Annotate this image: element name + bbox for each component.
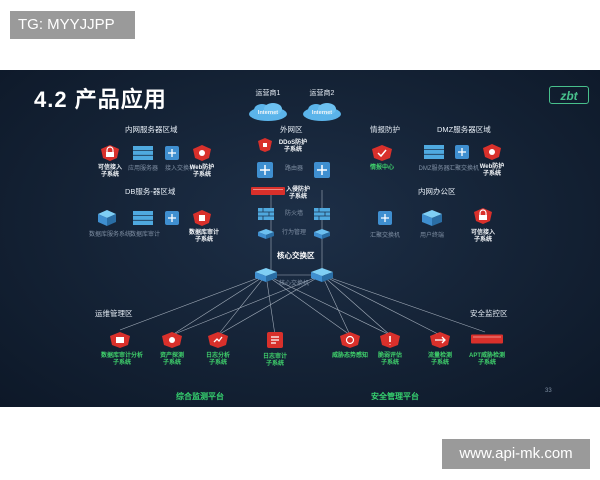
trusted-access-2-icon — [474, 208, 492, 224]
db-audit-label: 数据库审计子系统 — [188, 230, 220, 243]
access-switch-2-icon — [165, 211, 179, 225]
trusted-access-1-icon — [101, 145, 119, 161]
architecture-slide: 4.2 产品应用 zbt 内网服务器区域 DB服务-器区域 外网区 情报防护 D… — [0, 70, 600, 407]
agg-switch-icon — [378, 211, 392, 225]
firewall-label: 防火墙 — [284, 211, 304, 217]
line-cross3 — [265, 274, 351, 336]
access-switch-1-label: 接入交换机 — [164, 166, 196, 172]
web-guard-2-label: Web防护子系统 — [479, 164, 505, 177]
line-cross2 — [217, 274, 323, 336]
db-server-label: 数据库服务系统 — [88, 232, 132, 238]
firewall-2-icon — [314, 208, 330, 220]
threat-aware-icon — [340, 332, 360, 348]
line-core-ops2 — [171, 274, 267, 336]
log-analysis-label: 日志分析子系统 — [205, 353, 231, 366]
user-terminal-label: 用户终端 — [419, 233, 445, 239]
zone-db-server: DB服务-器区域 — [125, 187, 176, 196]
line-core-sec1 — [321, 274, 351, 336]
behavior-2-icon — [314, 229, 330, 239]
zone-intel: 情报防护 — [370, 125, 400, 134]
db-audit-server-label: 数据库审计 — [129, 232, 161, 238]
line-core-sec4 — [321, 274, 486, 333]
line-core-ops3 — [217, 274, 267, 336]
asset-probe-label: 资产探测子系统 — [159, 353, 185, 366]
behavior-1-icon — [258, 229, 274, 239]
behavior-label: 行为管理 — [281, 230, 307, 236]
ddos-shield-icon — [257, 138, 273, 152]
user-terminal-icon — [422, 210, 442, 226]
dmz-switch-icon — [455, 145, 469, 159]
internet-cloud-2-icon — [301, 102, 343, 122]
firewall-1-icon — [258, 208, 274, 220]
zone-security-monitor: 安全监控区 — [470, 309, 508, 318]
core-switch-label: 核心交换机 — [278, 281, 310, 287]
ddos-label: DDoS防护子系统 — [278, 140, 308, 153]
slide-title: 4.2 产品应用 — [34, 87, 167, 112]
brand-logo: zbt — [549, 86, 589, 104]
access-guard-device-icon — [251, 187, 285, 195]
intel-center-icon — [372, 145, 392, 161]
zone-office: 内网办公区 — [418, 187, 456, 196]
zone-external: 外网区 — [280, 125, 303, 134]
dmz-switch-label: 汇聚交换机 — [448, 166, 480, 172]
channel-tag: TG: MYYJJPP — [10, 11, 135, 39]
dmz-server-label: DMZ服务器 — [418, 166, 450, 172]
access-guard-label: 入侵防护子系统 — [285, 187, 311, 200]
db-server-icon — [98, 210, 116, 226]
page-number: 33 — [545, 388, 552, 394]
asset-probe-icon — [162, 332, 182, 348]
core-switch-2-icon — [311, 268, 333, 282]
isp2-label: 运营商2 — [309, 90, 335, 97]
zone-intranet-server: 内网服务器区域 — [125, 125, 178, 134]
internet-cloud-1-icon — [247, 102, 289, 122]
intel-center-label: 情报中心 — [369, 165, 395, 171]
internet-1-label: Internet — [257, 110, 279, 116]
router-label: 路由器 — [284, 166, 304, 172]
zone-ops: 运维管理区 — [95, 309, 133, 318]
line-core-sec3 — [321, 274, 441, 336]
app-server-label: 应用服务器 — [127, 166, 159, 172]
line-core-ops1 — [119, 274, 267, 331]
internet-2-label: Internet — [311, 110, 333, 116]
trusted-access-1-label: 可信接入子系统 — [97, 165, 123, 178]
core-switch-1-icon — [255, 268, 277, 282]
line-cross1 — [265, 274, 391, 336]
vuln-assess-label: 脆弱评估子系统 — [377, 353, 403, 366]
apt-detect-label: APT威胁检测子系统 — [468, 353, 506, 366]
traffic-detect-icon — [430, 332, 450, 348]
dmz-server-icon — [424, 145, 444, 159]
web-guard-1-label: Web防护子系统 — [189, 165, 215, 178]
access-switch-1-icon — [165, 146, 179, 160]
threat-aware-label: 威胁态势感知 — [331, 353, 369, 359]
security-platform-label: 安全管理平台 — [371, 392, 419, 401]
db-audit-server-icon — [133, 211, 153, 225]
connection-lines — [119, 190, 486, 336]
isp1-label: 运营商1 — [255, 90, 281, 97]
web-guard-1-icon — [193, 145, 211, 161]
ops-audit-icon — [110, 332, 130, 348]
ops-audit-label: 数据库审计分析子系统 — [100, 353, 144, 366]
log-audit-label: 日志审计子系统 — [262, 354, 288, 367]
monitor-platform-label: 综合监测平台 — [176, 392, 224, 401]
traffic-detect-label: 流量检测子系统 — [427, 353, 453, 366]
zone-core: 核心交换区 — [277, 251, 315, 260]
line-cross4 — [171, 274, 323, 336]
zone-dmz: DMZ服务器区域 — [437, 125, 491, 134]
trusted-access-2-label: 可信接入子系统 — [470, 230, 496, 243]
website-watermark: www.api-mk.com — [442, 439, 590, 469]
app-server-icon — [133, 146, 153, 160]
apt-detect-device-icon — [471, 334, 503, 344]
line-core-sec2 — [321, 274, 391, 336]
db-audit-icon — [193, 210, 211, 226]
web-guard-2-icon — [483, 144, 501, 160]
router-1-icon — [257, 162, 273, 178]
log-audit-icon — [266, 331, 284, 349]
router-2-icon — [314, 162, 330, 178]
agg-switch-label: 汇聚交换机 — [369, 233, 401, 239]
vuln-assess-icon — [380, 332, 400, 348]
log-analysis-icon — [208, 332, 228, 348]
